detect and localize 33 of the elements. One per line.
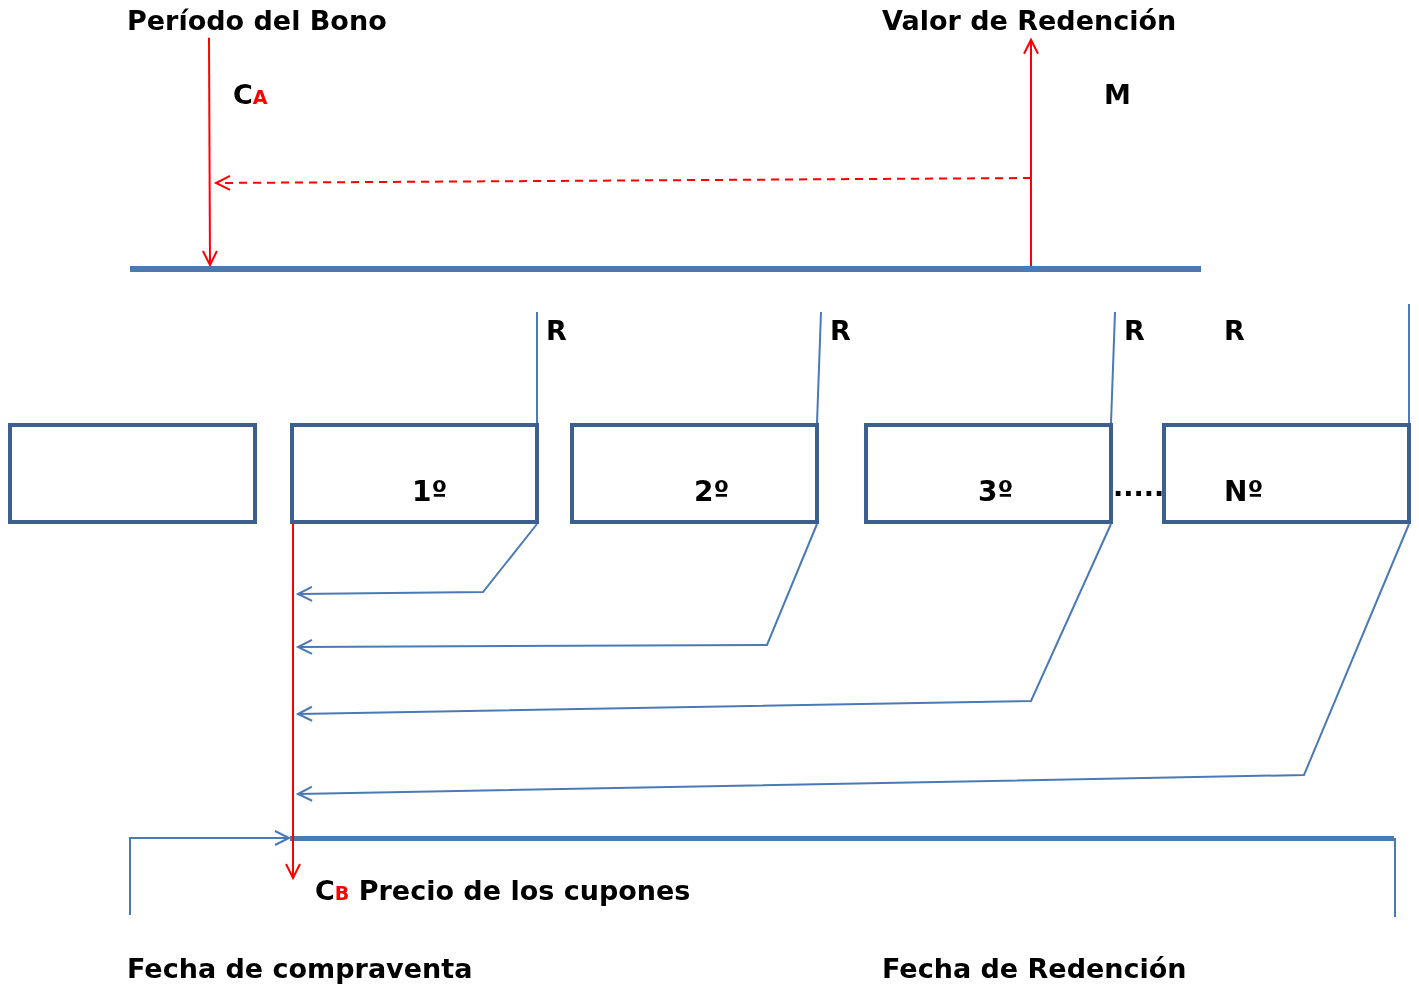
- arrow: [297, 523, 1410, 802]
- period-box: [570, 423, 819, 524]
- connector-line: [1408, 303, 1410, 424]
- connector-line: [1110, 311, 1116, 424]
- payment-label: R: [830, 316, 851, 346]
- period-box: [8, 423, 257, 524]
- timeline-bar: [130, 266, 1201, 272]
- date-label: Fecha de Redención: [882, 954, 1187, 984]
- date-label: Fecha de compraventa: [127, 954, 473, 984]
- payment-label: R: [1124, 316, 1145, 346]
- period-box: [1162, 423, 1411, 524]
- payment-label: R: [546, 316, 567, 346]
- arrow: [201, 36, 218, 266]
- period-box: [864, 423, 1113, 524]
- payment-label: R: [1224, 316, 1245, 346]
- redemption-amount-label: M: [1104, 80, 1131, 110]
- period-number: 2º: [694, 475, 730, 508]
- heading-text: Valor de Redención: [882, 6, 1177, 36]
- period-box: [290, 423, 539, 524]
- arrow: [297, 523, 538, 602]
- heading-text: Período del Bono: [127, 6, 387, 36]
- arrow: [285, 523, 301, 879]
- period-number: 1º: [412, 475, 448, 508]
- ellipsis: .....: [1113, 472, 1165, 502]
- period-number: Nº: [1224, 475, 1264, 508]
- connector-line: [536, 311, 538, 424]
- arrow: [1023, 38, 1039, 267]
- period-number: 3º: [978, 475, 1014, 508]
- connector-line: [816, 311, 822, 424]
- arrow: [297, 523, 1112, 722]
- timeline-bar: [290, 836, 1394, 841]
- arrow: [297, 523, 818, 655]
- arrow: [129, 830, 290, 916]
